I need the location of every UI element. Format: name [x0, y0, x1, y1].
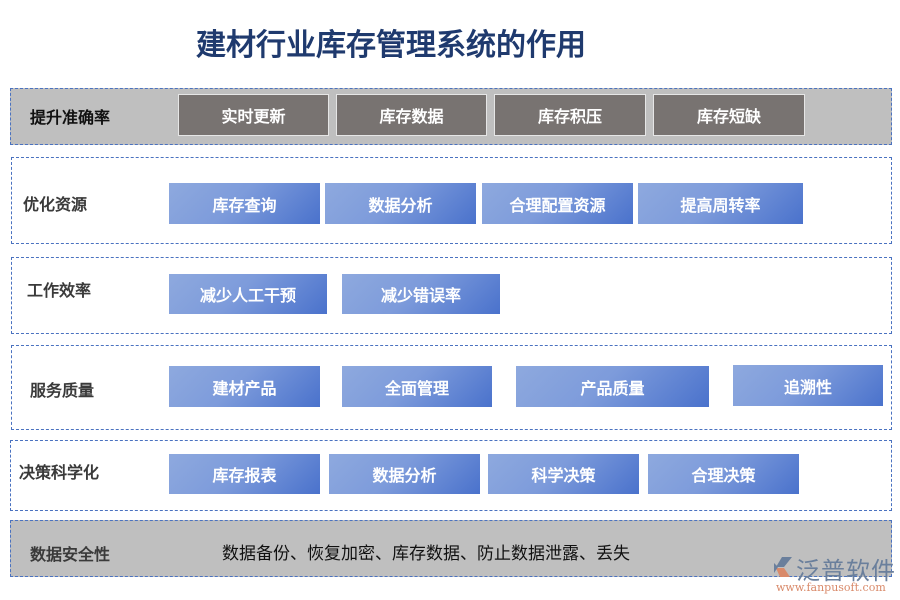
data-security-description: 数据备份、恢复加密、库存数据、防止数据泄露、丢失 [222, 544, 630, 564]
item-traceability: 追溯性 [733, 365, 883, 406]
section-label-accuracy: 提升准确率 [30, 108, 111, 127]
item-inventory-overstock: 库存积压 [494, 94, 646, 136]
item-realtime-update: 实时更新 [178, 94, 329, 136]
item-inventory-report: 库存报表 [169, 454, 320, 494]
logo-name: 泛普软件 [796, 557, 896, 585]
section-work-efficiency [11, 257, 892, 334]
item-improve-turnover: 提高周转率 [638, 183, 803, 224]
logo-mark-icon [774, 557, 792, 577]
item-reduce-manual-intervention: 减少人工干预 [169, 274, 327, 314]
item-data-analysis-2: 数据分析 [329, 454, 480, 494]
section-data-security [10, 520, 892, 577]
item-full-management: 全面管理 [342, 366, 492, 407]
section-service-quality [11, 345, 892, 430]
page-title: 建材行业库存管理系统的作用 [196, 28, 586, 63]
item-data-analysis: 数据分析 [325, 183, 476, 224]
section-label-work-efficiency: 工作效率 [27, 281, 92, 300]
item-allocate-resources: 合理配置资源 [482, 183, 633, 224]
item-scientific-decision: 科学决策 [488, 454, 639, 494]
item-inventory-query: 库存查询 [169, 183, 320, 224]
item-product-quality: 产品质量 [516, 366, 709, 407]
fanpu-logo: 泛普软件 www.fanpusoft.com [770, 551, 895, 596]
section-label-optimize-resources: 优化资源 [23, 195, 88, 214]
item-inventory-data: 库存数据 [336, 94, 487, 136]
section-label-service-quality: 服务质量 [30, 381, 95, 400]
item-inventory-shortage: 库存短缺 [653, 94, 805, 136]
section-label-data-security: 数据安全性 [30, 545, 111, 564]
section-optimize-resources [11, 157, 892, 244]
logo-url: www.fanpusoft.com [776, 581, 886, 594]
item-rational-decision: 合理决策 [648, 454, 799, 494]
item-reduce-error-rate: 减少错误率 [342, 274, 500, 314]
item-building-materials: 建材产品 [169, 366, 320, 407]
section-label-scientific-decision: 决策科学化 [19, 463, 100, 482]
section-scientific-decision [10, 440, 892, 511]
